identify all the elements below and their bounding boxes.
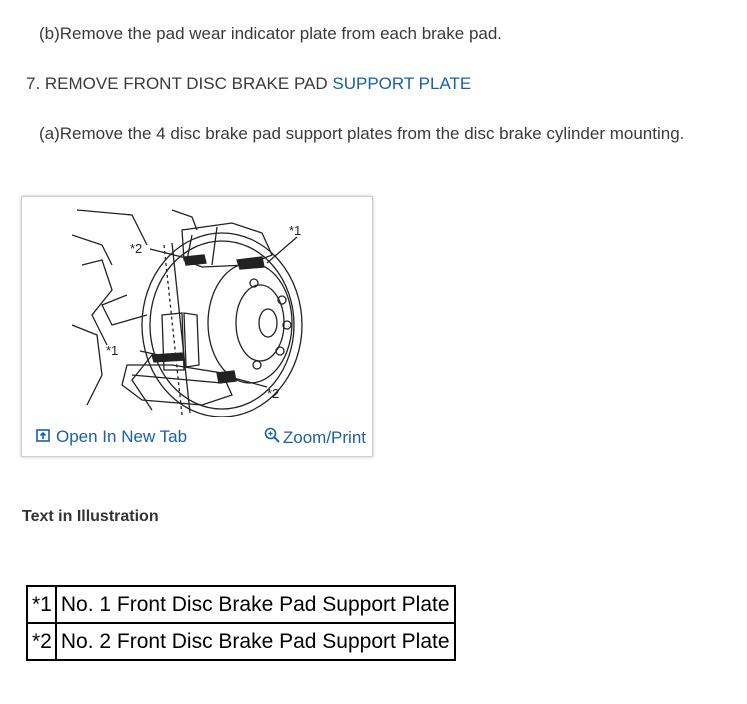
- illustration-legend-table: *1 No. 1 Front Disc Brake Pad Support Pl…: [26, 585, 456, 661]
- callout-2-bottom: *2: [267, 386, 279, 401]
- legend-code: *2: [26, 622, 57, 661]
- legend-code: *1: [26, 585, 57, 624]
- open-new-tab-label: Open In New Tab: [56, 427, 188, 446]
- zoom-print-button[interactable]: Zoom/Print: [264, 427, 366, 448]
- step-b-text: (b)Remove the pad wear indicator plate f…: [39, 24, 503, 43]
- legend-text: No. 1 Front Disc Brake Pad Support Plate: [54, 585, 456, 624]
- open-new-tab-button[interactable]: Open In New Tab: [36, 427, 187, 447]
- zoom-icon: [264, 427, 280, 448]
- table-row: *1 No. 1 Front Disc Brake Pad Support Pl…: [26, 585, 456, 624]
- zoom-print-label: Zoom/Print: [282, 427, 366, 447]
- table-row: *2 No. 2 Front Disc Brake Pad Support Pl…: [26, 622, 456, 661]
- callout-1-left: *1: [106, 343, 118, 358]
- step-7-heading: 7. REMOVE FRONT DISC BRAKE PAD SUPPORT P…: [26, 74, 471, 94]
- illustration-panel: *2 *1 *1 *2 Open In New Tab: [21, 196, 373, 457]
- callout-1-top: *1: [289, 223, 301, 238]
- support-plate-link[interactable]: SUPPORT PLATE: [332, 74, 472, 93]
- step-a-text: (a)Remove the 4 disc brake pad support p…: [39, 124, 685, 143]
- step-7-prefix: 7. REMOVE FRONT DISC BRAKE PAD: [26, 74, 333, 93]
- open-new-tab-icon: [36, 427, 50, 447]
- legend-text: No. 2 Front Disc Brake Pad Support Plate: [54, 622, 456, 661]
- text-in-illustration-heading: Text in Illustration: [22, 508, 159, 525]
- callout-2-top: *2: [130, 241, 142, 256]
- brake-assembly-illustration[interactable]: *2 *1 *1 *2: [72, 205, 322, 417]
- figure-actions-bar: Open In New Tab Zoom/Print: [22, 425, 372, 451]
